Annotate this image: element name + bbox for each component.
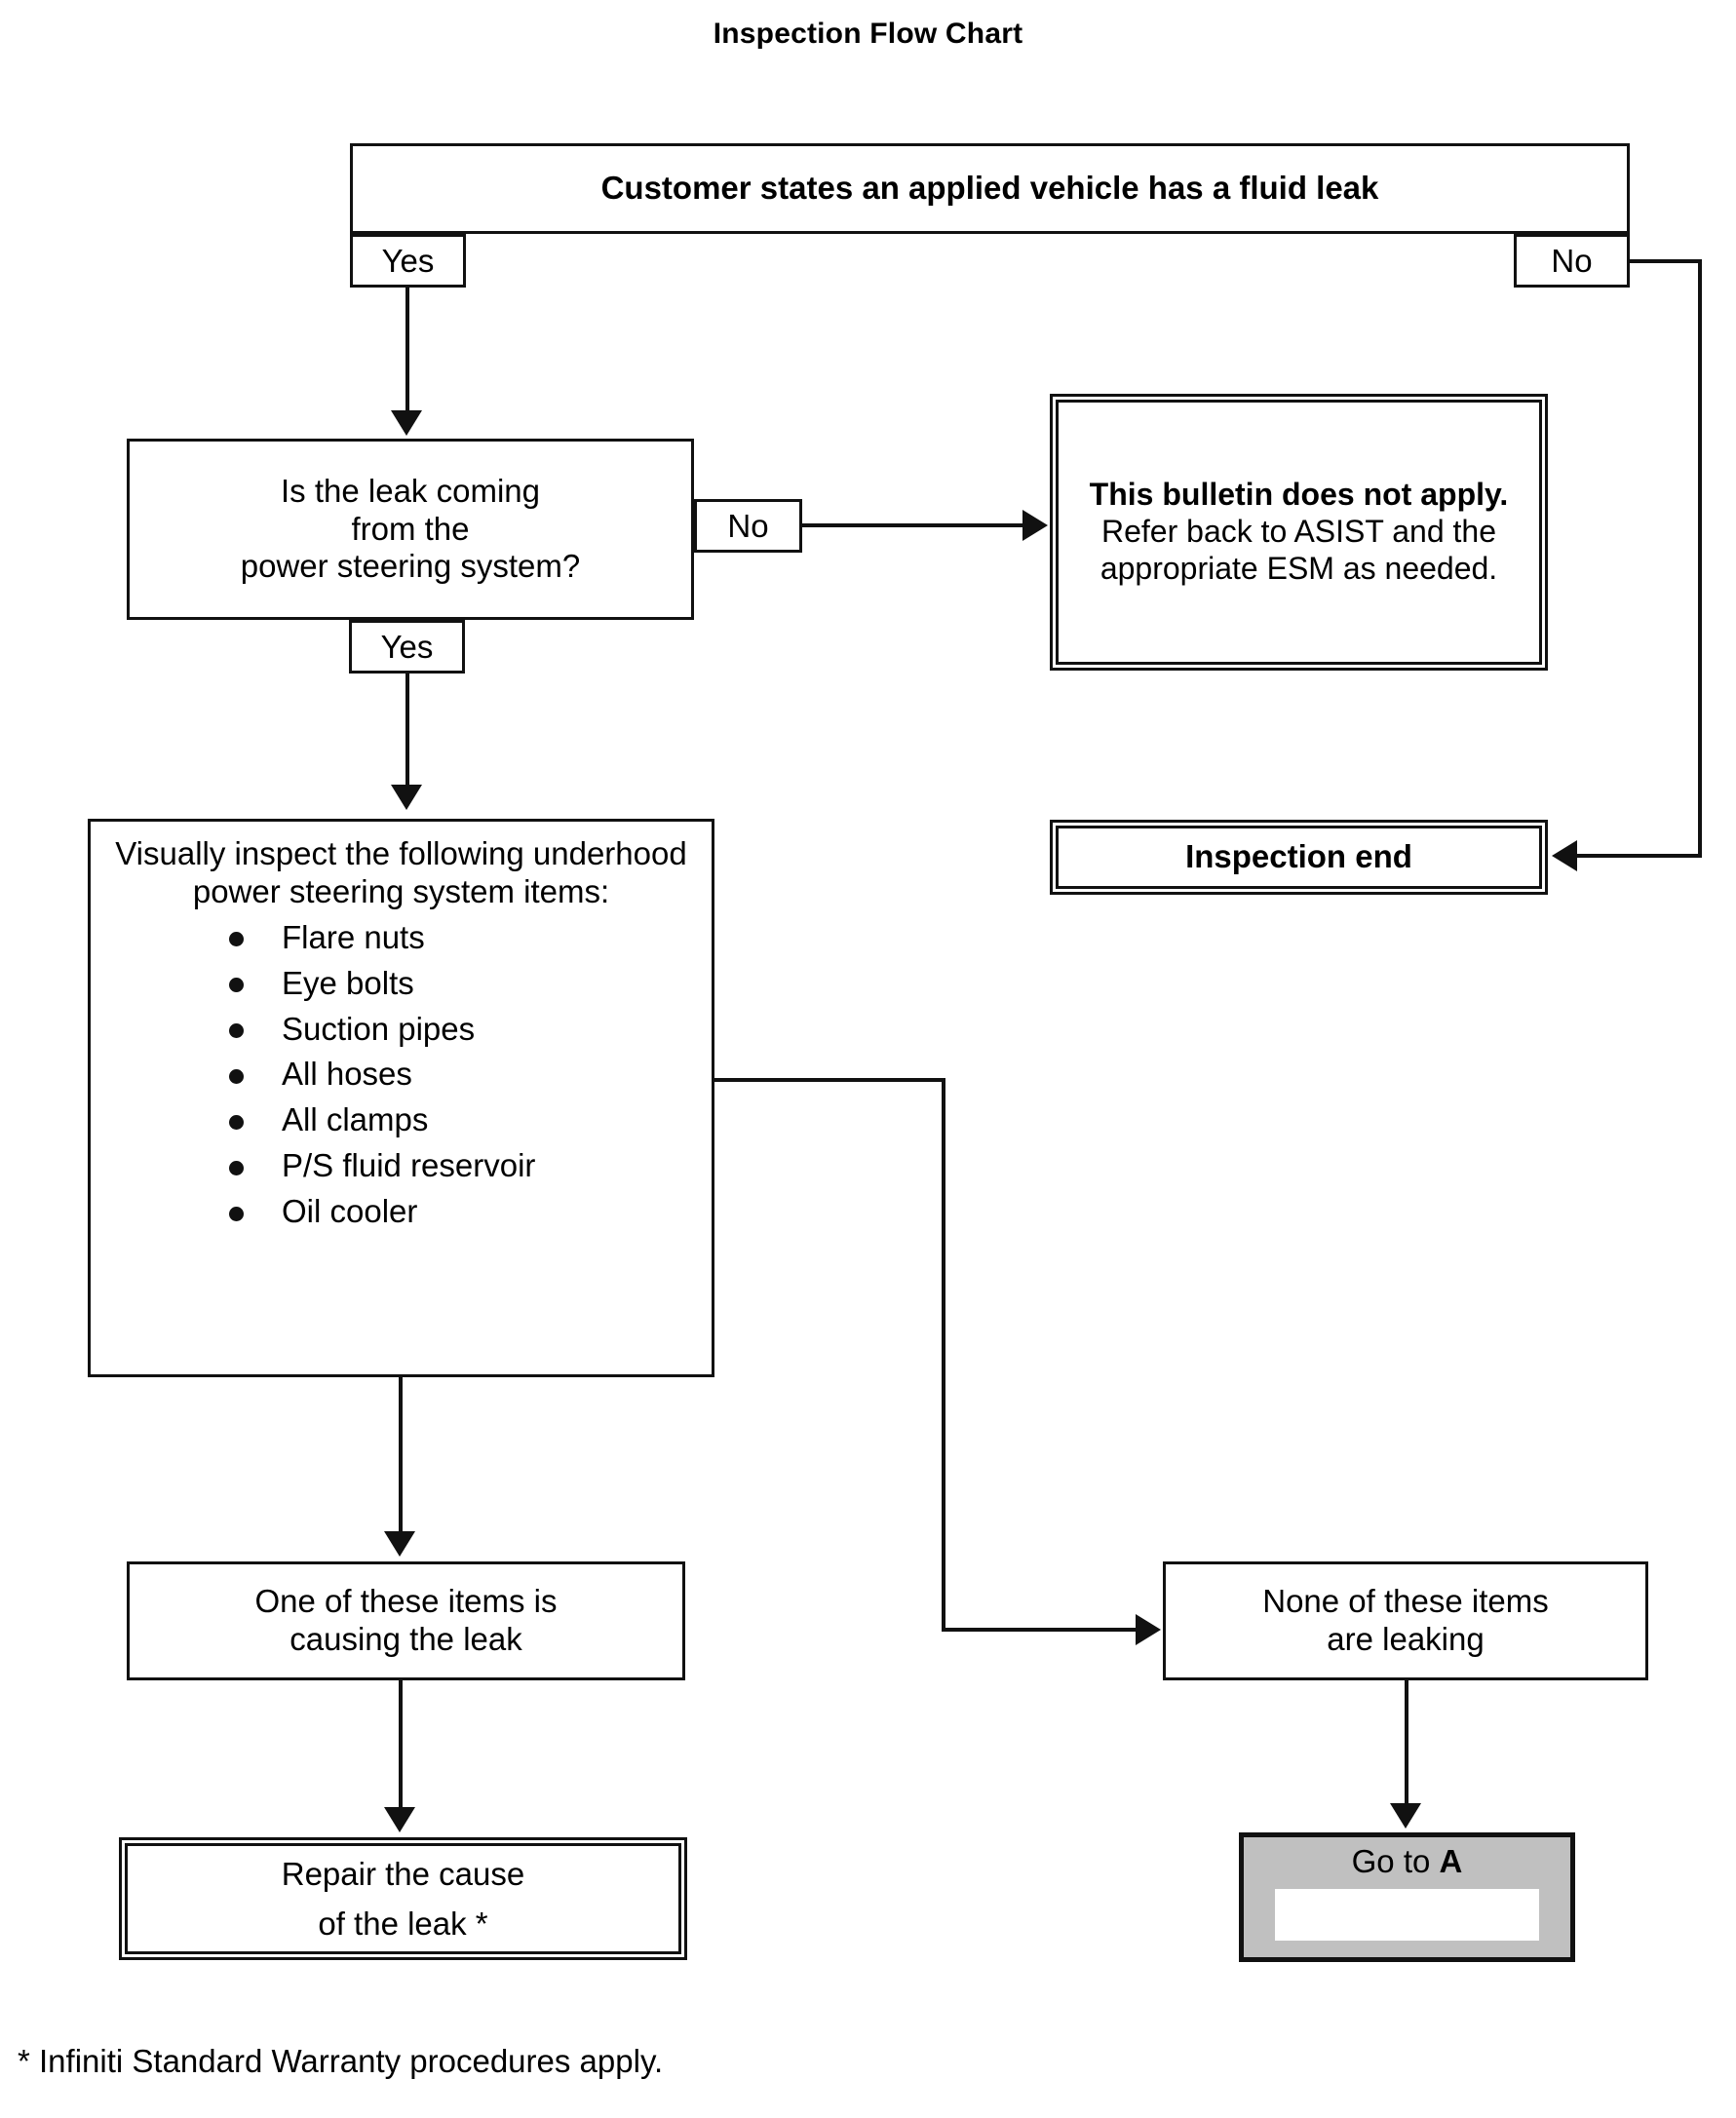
footnote: * Infiniti Standard Warranty procedures … <box>18 2043 664 2079</box>
list-item: All hoses <box>229 1052 700 1098</box>
edge-label-question-no[interactable]: No <box>694 499 802 553</box>
edge-inspect-noneof-h1 <box>713 1078 945 1082</box>
node-goto-target: A <box>1439 1843 1463 1879</box>
node-question-line2: from the <box>351 510 470 547</box>
node-bulletin-label: This bulletin does not apply. Refer back… <box>1061 477 1536 587</box>
edge-inspect-oneof-arrow <box>384 1531 415 1557</box>
list-item-label: P/S fluid reservoir <box>282 1147 536 1184</box>
node-inspection-end-label: Inspection end <box>1185 838 1412 875</box>
node-bulletin-does-not-apply[interactable]: This bulletin does not apply. Refer back… <box>1050 394 1548 671</box>
edge-label-start-no[interactable]: No <box>1514 234 1630 288</box>
list-item: Eye bolts <box>229 961 700 1007</box>
bullet-icon <box>229 978 244 993</box>
edge-inspect-noneof-h2 <box>942 1628 1138 1632</box>
node-one-of-line2: causing the leak <box>289 1621 522 1657</box>
edge-noneof-goto-arrow <box>1390 1803 1421 1829</box>
node-none-of-line2: are leaking <box>1327 1621 1485 1657</box>
inspect-item-list: Flare nuts Eye bolts Suction pipes All h… <box>102 915 700 1235</box>
node-visual-inspection-list[interactable]: Visually inspect the following underhood… <box>88 819 714 1377</box>
edge-start-no-arrow <box>1552 840 1577 871</box>
edge-label-start-yes-text: Yes <box>381 242 435 279</box>
list-item: P/S fluid reservoir <box>229 1143 700 1189</box>
bullet-icon <box>229 1160 244 1175</box>
bullet-icon <box>229 1023 244 1039</box>
node-goto-label: Go to A <box>1244 1843 1570 1881</box>
edge-start-no-v <box>1698 259 1702 858</box>
edge-start-yes-line <box>405 288 409 412</box>
edge-inspect-noneof-arrow <box>1136 1614 1161 1645</box>
edge-question-no-line <box>799 523 1024 527</box>
list-item: Flare nuts <box>229 915 700 961</box>
edge-inspect-oneof-line <box>399 1377 403 1533</box>
edge-question-yes-line <box>405 674 409 787</box>
edge-label-start-no-text: No <box>1551 242 1593 279</box>
edge-label-question-yes-text: Yes <box>380 628 434 665</box>
bullet-icon <box>229 1068 244 1084</box>
node-start-label: Customer states an applied vehicle has a… <box>600 170 1379 207</box>
edge-question-yes-arrow <box>391 785 422 810</box>
list-item-label: All hoses <box>282 1056 412 1093</box>
list-item: Suction pipes <box>229 1007 700 1053</box>
node-repair-line2: of the leak * <box>318 1906 488 1942</box>
node-none-of-these-items[interactable]: None of these items are leaking <box>1163 1561 1648 1680</box>
node-question-line1: Is the leak coming <box>281 472 540 509</box>
list-item: Oil cooler <box>229 1189 700 1235</box>
list-item: All clamps <box>229 1098 700 1143</box>
node-goto-prefix: Go to <box>1351 1843 1440 1879</box>
node-one-of-line1: One of these items is <box>254 1583 558 1620</box>
node-go-to-a[interactable]: Go to A <box>1239 1832 1575 1962</box>
node-question[interactable]: Is the leak coming from the power steeri… <box>127 439 694 620</box>
node-none-of-label: None of these items are leaking <box>1166 1583 1645 1659</box>
node-one-of-label: One of these items is causing the leak <box>130 1583 682 1659</box>
edge-oneof-repair-line <box>399 1680 403 1809</box>
edge-noneof-goto-line <box>1405 1680 1408 1805</box>
edge-label-question-no-text: No <box>727 507 769 544</box>
node-bulletin-rest-text: Refer back to ASIST and the appropriate … <box>1099 514 1498 586</box>
redaction-block <box>1275 1888 1539 1941</box>
page-title: Inspection Flow Chart <box>713 18 1023 50</box>
edge-oneof-repair-arrow <box>384 1807 415 1832</box>
node-none-of-line1: None of these items <box>1262 1583 1549 1620</box>
node-start[interactable]: Customer states an applied vehicle has a… <box>350 143 1630 234</box>
edge-start-no-h2 <box>1577 854 1702 858</box>
bullet-icon <box>229 932 244 947</box>
edge-inspect-noneof-v <box>942 1078 945 1632</box>
node-inspection-end[interactable]: Inspection end <box>1050 820 1548 895</box>
edge-label-question-yes[interactable]: Yes <box>349 620 465 674</box>
node-repair-the-cause[interactable]: Repair the cause of the leak * <box>119 1837 687 1960</box>
node-question-line3: power steering system? <box>240 548 581 585</box>
node-repair-label: Repair the cause of the leak * <box>131 1849 675 1948</box>
list-item-label: Suction pipes <box>282 1010 476 1047</box>
node-repair-line1: Repair the cause <box>281 1855 525 1892</box>
node-question-label: Is the leak coming from the power steeri… <box>130 473 691 587</box>
list-item-label: Eye bolts <box>282 964 414 1001</box>
node-bulletin-bold-text: This bulletin does not apply. <box>1089 477 1509 513</box>
edge-question-no-arrow <box>1022 510 1048 541</box>
list-item-label: Oil cooler <box>282 1193 418 1230</box>
edge-start-yes-arrow <box>391 410 422 436</box>
edge-start-no-h1 <box>1626 259 1702 263</box>
node-one-of-these-items[interactable]: One of these items is causing the leak <box>127 1561 685 1680</box>
bullet-icon <box>229 1206 244 1221</box>
bullet-icon <box>229 1114 244 1130</box>
edge-label-start-yes[interactable]: Yes <box>350 234 466 288</box>
list-item-label: All clamps <box>282 1101 429 1138</box>
node-inspect-lead: Visually inspect the following underhood… <box>115 835 687 909</box>
list-item-label: Flare nuts <box>282 918 425 955</box>
